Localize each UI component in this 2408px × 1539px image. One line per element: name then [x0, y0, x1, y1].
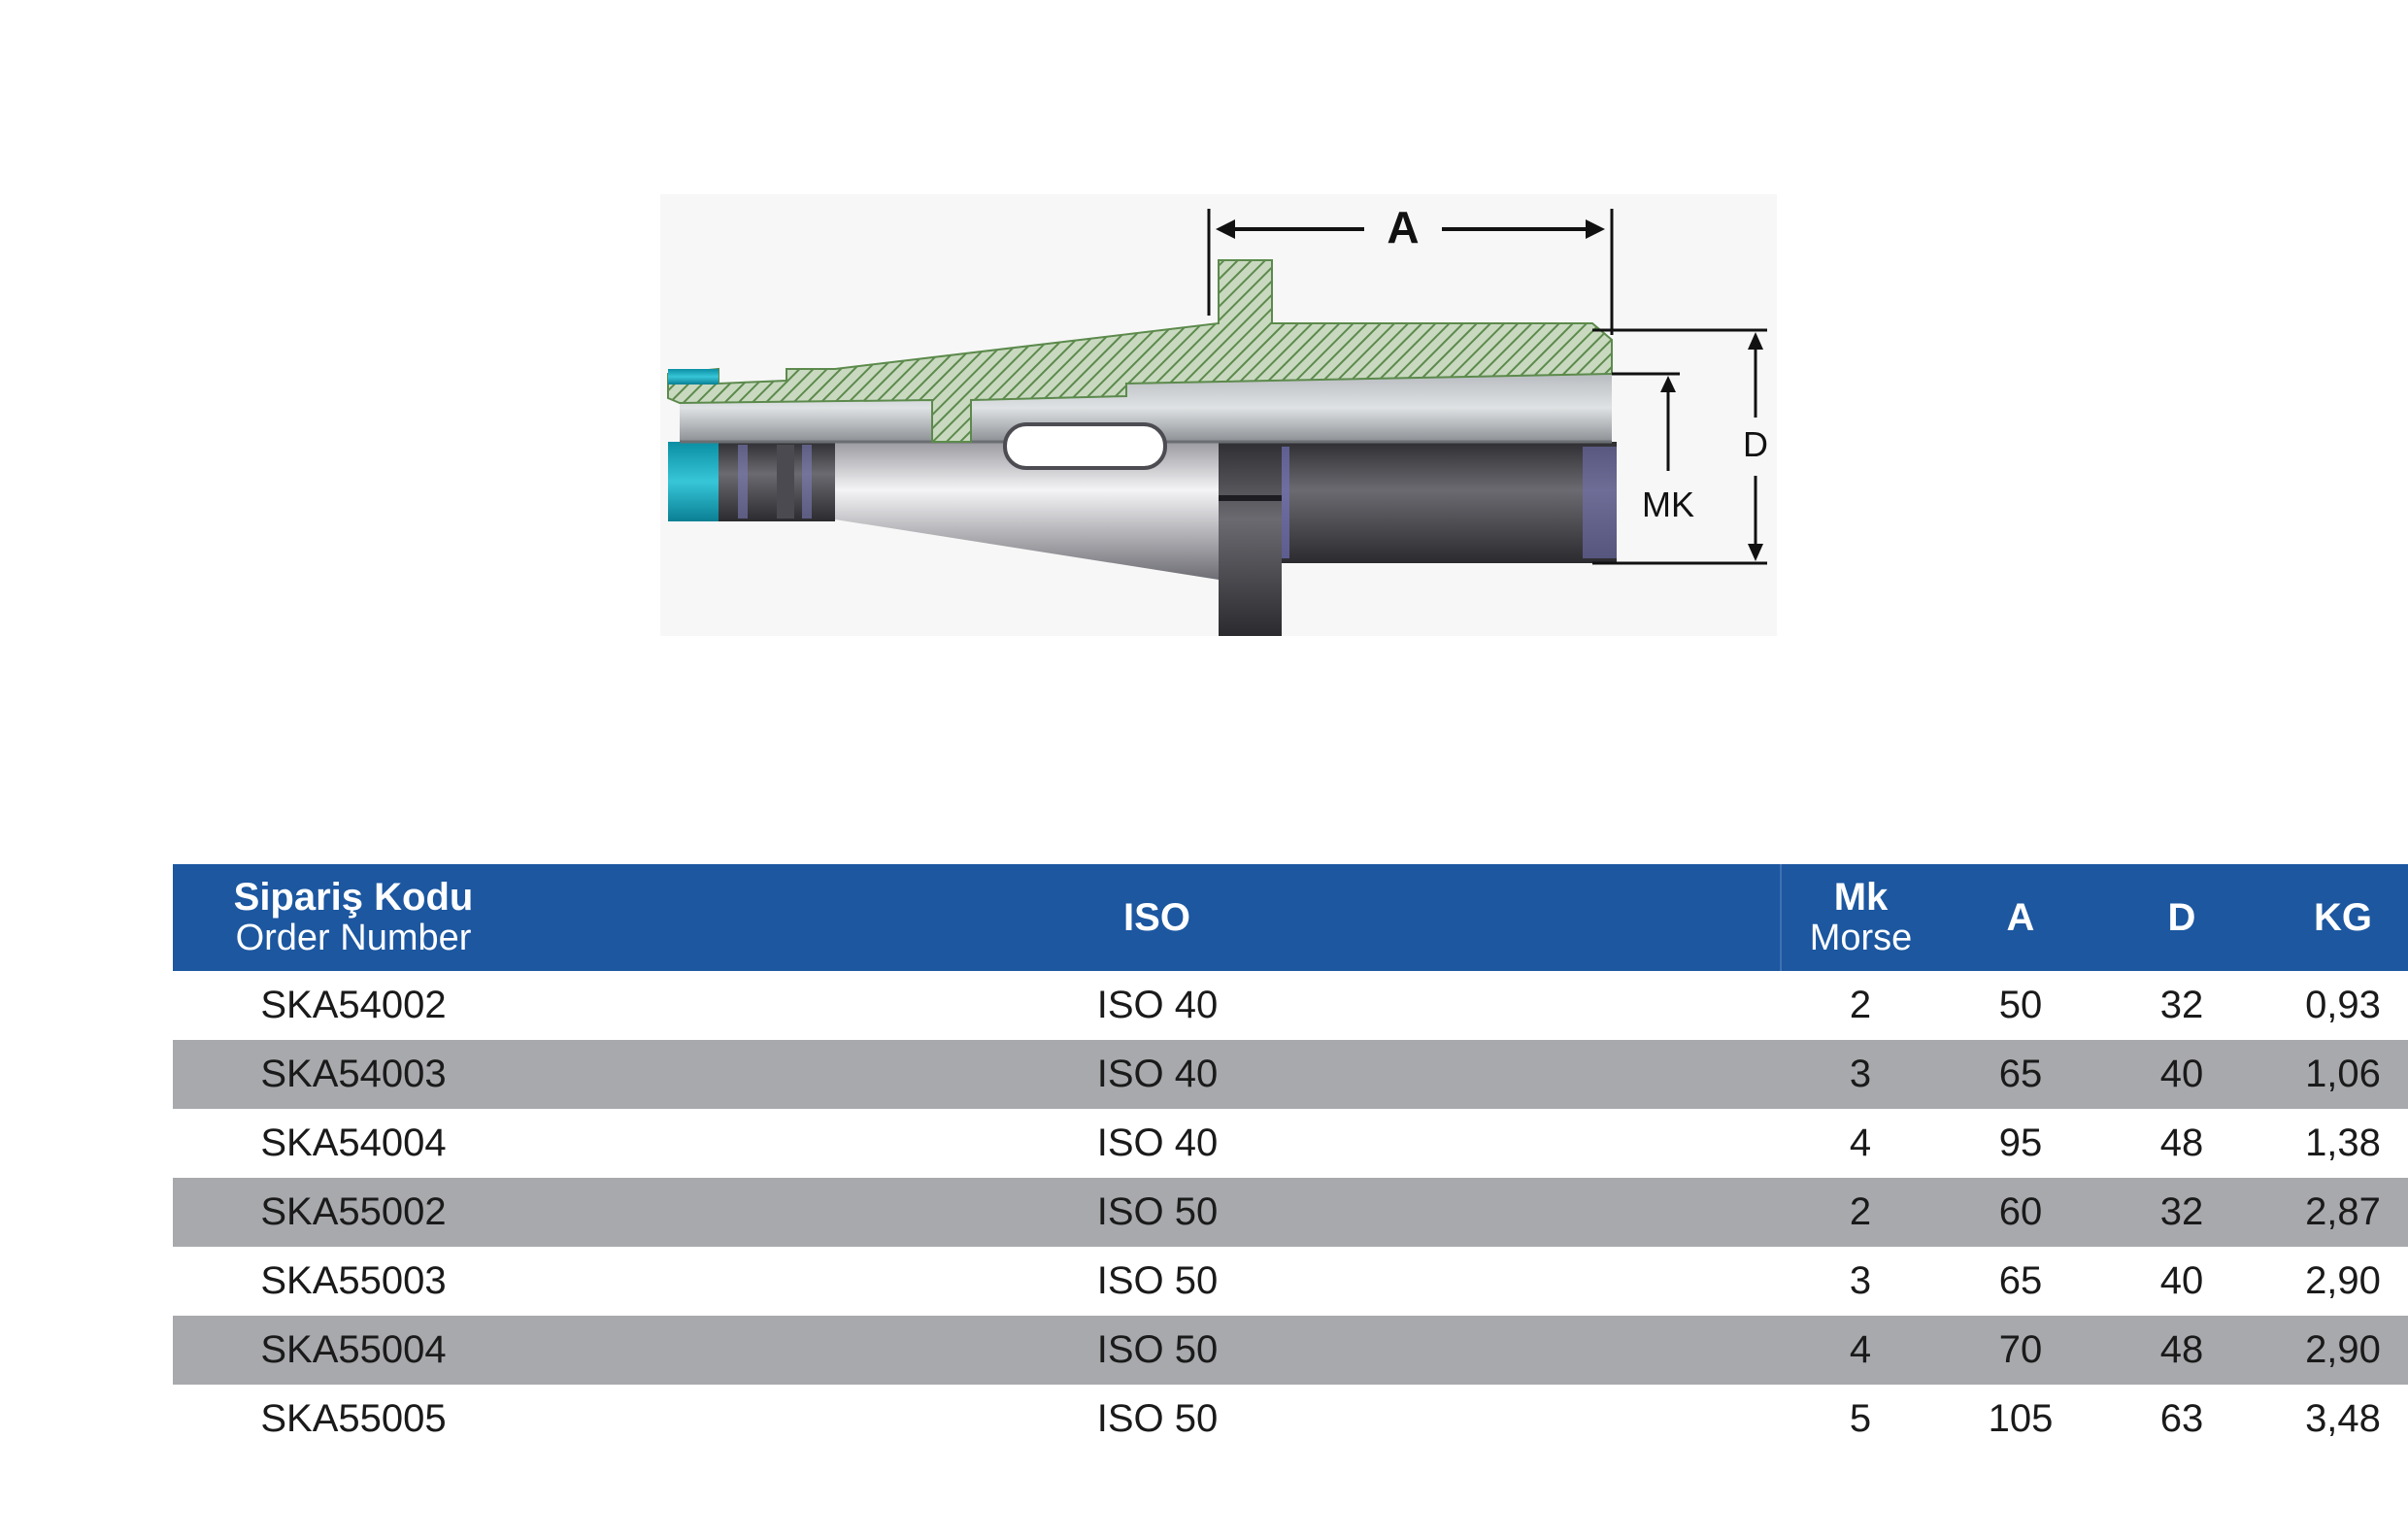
tool-holder-drawing: A D MK	[660, 194, 1777, 636]
cell-mk: 2	[1781, 1178, 1940, 1247]
cell-a: 65	[1998, 1259, 2043, 1302]
taper-cone	[835, 442, 1219, 580]
cell-kg: 1,06	[2262, 1040, 2408, 1109]
cell-order-number: SKA55005	[260, 1397, 447, 1440]
header-mk-sub: Morse	[1809, 918, 1913, 958]
header-order-number-en: Order Number	[235, 918, 472, 958]
cell-iso: ISO 40	[1096, 1121, 1219, 1164]
table-row: SKA55004 ISO 50 4 70 48 2,90	[173, 1316, 2408, 1385]
cell-kg: 0,93	[2305, 984, 2381, 1026]
spec-table: Sipariş Kodu Order Number ISO Mk Morse A…	[173, 864, 2408, 1454]
cell-iso: ISO 50	[534, 1316, 1781, 1385]
header-order-number-tr: Sipariş Kodu	[233, 876, 474, 919]
cell-a: 65	[1940, 1040, 2101, 1109]
cell-a: 60	[1940, 1178, 2101, 1247]
cell-iso: ISO 50	[1096, 1259, 1219, 1302]
table-row: SKA55005 ISO 50 5 105 63 3,48	[173, 1385, 2408, 1454]
dimension-mk-label: MK	[1642, 485, 1694, 524]
header-kg: KG	[2262, 864, 2408, 971]
cell-iso: ISO 40	[534, 1040, 1781, 1109]
header-order-number: Sipariş Kodu Order Number	[173, 864, 534, 971]
cell-kg: 2,90	[2305, 1259, 2381, 1302]
header-mk: Mk Morse	[1781, 864, 1940, 971]
cell-a: 105	[1988, 1397, 2054, 1440]
body-cylinder	[1272, 442, 1617, 563]
table-row: SKA54002 ISO 40 2 50 32 0,93	[173, 971, 2408, 1040]
table-row: SKA55002 ISO 50 2 60 32 2,87	[173, 1178, 2408, 1247]
cell-d: 63	[2159, 1397, 2204, 1440]
cell-iso: ISO 50	[534, 1178, 1781, 1247]
cell-order-number: SKA55002	[173, 1178, 534, 1247]
cell-mk: 3	[1849, 1259, 1872, 1302]
table-row: SKA55003 ISO 50 3 65 40 2,90	[173, 1247, 2408, 1316]
cell-order-number: SKA54003	[173, 1040, 534, 1109]
table-row: SKA54003 ISO 40 3 65 40 1,06	[173, 1040, 2408, 1109]
cell-mk: 4	[1781, 1316, 1940, 1385]
cell-kg: 2,90	[2262, 1316, 2408, 1385]
cell-order-number: SKA54004	[260, 1121, 447, 1164]
cell-order-number: SKA55004	[173, 1316, 534, 1385]
header-iso: ISO	[534, 864, 1782, 971]
table-header-row: Sipariş Kodu Order Number ISO Mk Morse A…	[173, 864, 2408, 971]
header-a: A	[1940, 864, 2101, 971]
cell-mk: 4	[1849, 1121, 1872, 1164]
cell-mk: 5	[1849, 1397, 1872, 1440]
cell-d: 40	[2159, 1259, 2204, 1302]
cell-a: 95	[1998, 1121, 2043, 1164]
cell-mk: 2	[1849, 984, 1872, 1026]
header-mk-label: Mk	[1833, 876, 1889, 919]
cell-kg: 3,48	[2305, 1397, 2381, 1440]
flange	[1219, 442, 1282, 636]
cell-d: 32	[2101, 1178, 2262, 1247]
cell-d: 48	[2101, 1316, 2262, 1385]
drive-slot	[1003, 422, 1167, 470]
cell-mk: 3	[1781, 1040, 1940, 1109]
cell-order-number: SKA54002	[260, 984, 447, 1026]
retention-ring	[668, 442, 719, 521]
cell-d: 32	[2159, 984, 2204, 1026]
cell-a: 70	[1940, 1316, 2101, 1385]
cell-iso: ISO 40	[1096, 984, 1219, 1026]
table-row: SKA54004 ISO 40 4 95 48 1,38	[173, 1109, 2408, 1178]
cell-kg: 2,87	[2262, 1178, 2408, 1247]
header-d: D	[2101, 864, 2262, 971]
cell-a: 50	[1998, 984, 2043, 1026]
dimension-a-label: A	[1387, 202, 1419, 252]
dimension-d-label: D	[1743, 424, 1768, 464]
cell-d: 48	[2159, 1121, 2204, 1164]
cell-order-number: SKA55003	[260, 1259, 447, 1302]
cell-kg: 1,38	[2305, 1121, 2381, 1164]
cell-iso: ISO 50	[1096, 1397, 1219, 1440]
cell-d: 40	[2101, 1040, 2262, 1109]
